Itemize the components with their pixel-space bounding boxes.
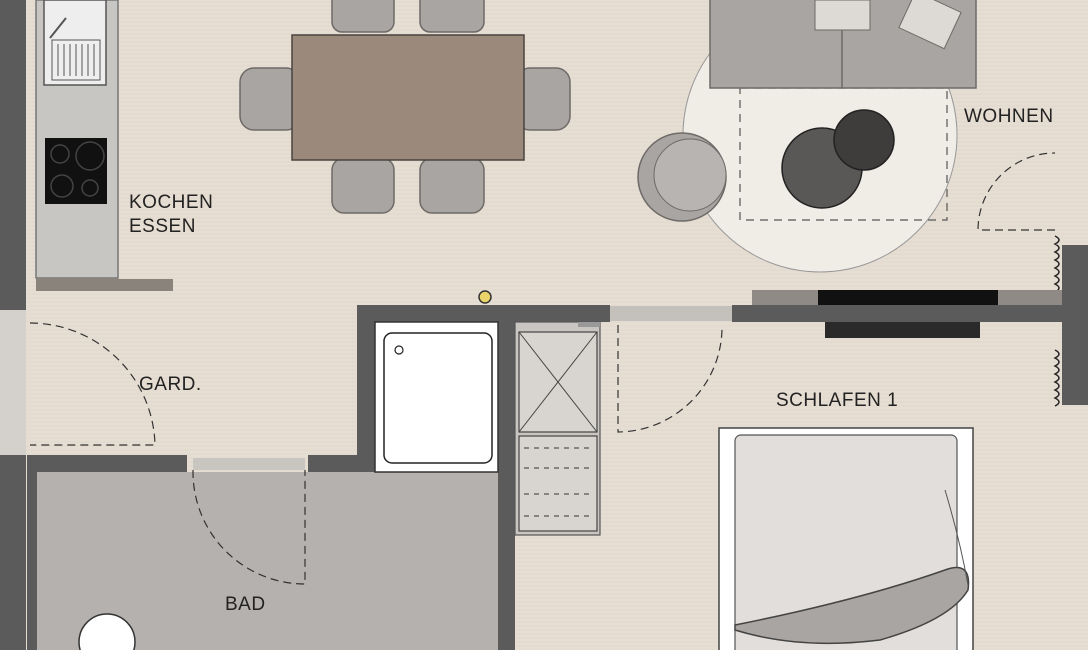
room-label-bedroom: SCHLAFEN 1: [776, 390, 898, 411]
entrance-opening: [0, 310, 26, 455]
wall-right: [1062, 245, 1088, 405]
living-furniture: [637, 0, 977, 273]
room-label-dining: ESSEN: [129, 216, 196, 237]
room-label-bath: BAD: [225, 594, 266, 615]
room-label-wardrobe: GARD.: [139, 374, 202, 395]
room-label-kitchen: KOCHEN: [129, 192, 213, 213]
side-table: [833, 109, 895, 171]
wall-left-lower: [0, 455, 26, 650]
dining-set: [239, 0, 571, 214]
curtain-icon: [1053, 349, 1060, 407]
interior-walls: [27, 305, 1062, 650]
door-swing: [192, 469, 306, 585]
tv: [818, 290, 998, 305]
toilet: [78, 613, 136, 650]
bath-door-opening: [193, 458, 305, 470]
radiator: [118, 279, 173, 291]
door-swing: [29, 322, 156, 446]
dining-table: [291, 34, 525, 161]
light-icon: [478, 290, 492, 304]
room-label-living: WOHNEN: [964, 106, 1054, 127]
wall-left-upper: [0, 0, 26, 310]
closet: [514, 321, 601, 536]
door-swing: [977, 152, 1056, 231]
sink-icon: [43, 0, 107, 86]
bed: [718, 427, 974, 650]
wardrobe-bedroom: [825, 322, 980, 338]
kitchen-counter: [35, 0, 173, 291]
door-swing: [617, 324, 723, 433]
door-opening: [610, 306, 732, 321]
